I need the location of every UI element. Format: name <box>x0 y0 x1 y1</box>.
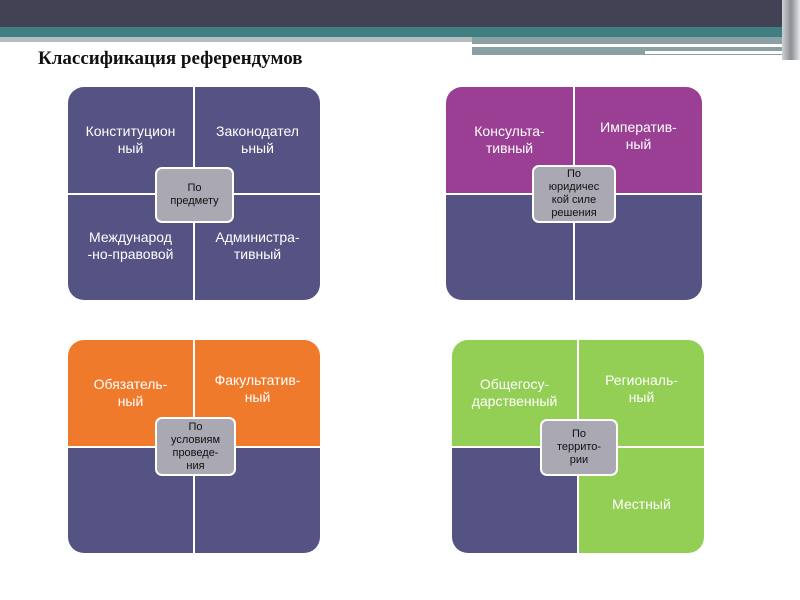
quadrant-label: Общегосу- дарственный <box>471 376 558 409</box>
quadrant-label: Факультатив- ный <box>214 372 301 405</box>
quadrant-label: Администра- тивный <box>215 228 300 262</box>
center-label: По условиям проведе- ния <box>155 417 236 476</box>
center-label: По предмету <box>155 167 234 223</box>
header-accent-line <box>645 51 785 54</box>
diagram-by-legal-force: Консульта- тивный Императив- ный <box>446 87 702 300</box>
quadrant-label: Региональ- ный <box>605 372 678 405</box>
quadrant-label: Законодател ьный <box>216 123 299 156</box>
center-label: По юридичес кой силе решения <box>532 165 616 223</box>
center-label: По террито- рии <box>540 419 618 476</box>
quadrant-label: Международ -но-правовой <box>87 228 174 262</box>
header-bar <box>0 0 800 27</box>
quadrant: Конституцион ный <box>68 87 193 193</box>
slide-title: Классификация референдумов <box>38 48 303 69</box>
diagram-by-subject: Конституцион ный Законодател ьный Междун… <box>68 87 320 300</box>
quadrant-label: Консульта- тивный <box>474 123 545 156</box>
header-line <box>0 37 475 42</box>
quadrant-label: Местный <box>612 495 671 512</box>
quadrant-label: Императив- ный <box>600 119 677 152</box>
quadrant-label: Конституцион ный <box>85 123 176 156</box>
header-edge <box>782 0 800 60</box>
diagram-by-conditions: Обязатель- ный Факультатив- ный <box>68 340 320 553</box>
header-accent-line <box>472 44 784 47</box>
quadrant-label: Обязатель- ный <box>93 376 168 409</box>
header-stripe <box>0 27 800 37</box>
